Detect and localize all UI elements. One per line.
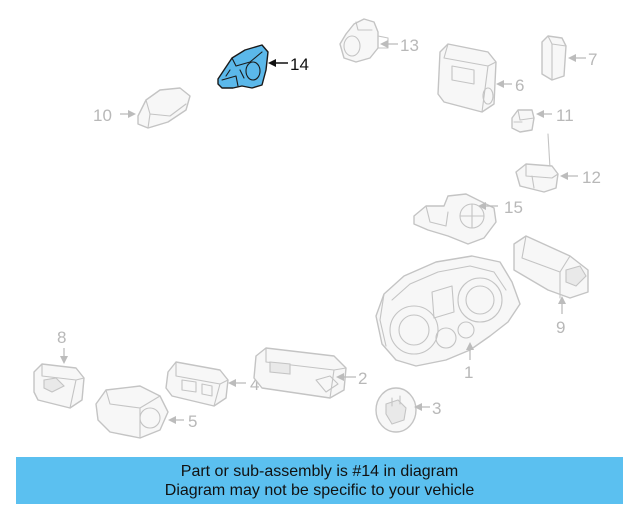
info-banner: Part or sub-assembly is #14 in diagram D… (16, 457, 623, 504)
part-12-sensor (515, 133, 559, 193)
part-3-switch (375, 387, 417, 433)
svg-text:14: 14 (290, 55, 309, 74)
callout-7: 7 (568, 50, 597, 69)
callout-15: 15 (478, 198, 523, 217)
callout-8: 8 (57, 328, 68, 364)
part-8-switch (33, 363, 85, 409)
svg-text:10: 10 (93, 106, 112, 125)
part-2-module (253, 347, 347, 399)
callout-14: 14 (268, 55, 309, 74)
callout-5: 5 (168, 412, 197, 431)
banner-line-disclaimer: Diagram may not be specific to your vehi… (164, 481, 475, 499)
svg-text:15: 15 (504, 198, 523, 217)
callout-6: 6 (496, 76, 524, 95)
part-11-clip (511, 109, 535, 133)
part-15-switch (413, 193, 497, 245)
svg-text:1: 1 (464, 363, 473, 382)
svg-text:7: 7 (588, 50, 597, 69)
svg-text:3: 3 (432, 399, 441, 418)
callout-2: 2 (336, 369, 367, 388)
callout-4: 4 (228, 375, 259, 394)
callout-11: 11 (536, 106, 574, 125)
part-9-switch (513, 235, 589, 299)
part-4-switch (165, 361, 229, 407)
svg-text:6: 6 (515, 76, 524, 95)
part-14-switch[interactable] (217, 44, 269, 89)
callout-1: 1 (464, 342, 474, 382)
callout-13: 13 (380, 36, 419, 55)
svg-text:8: 8 (57, 328, 66, 347)
parts-diagram: 14 13 7 6 10 (33, 18, 601, 439)
banner-line-part-number: Part or sub-assembly is #14 in diagram (180, 462, 459, 480)
part-6-switch (437, 43, 497, 113)
part-13-sensor (339, 18, 389, 63)
svg-text:5: 5 (188, 412, 197, 431)
part-5-headlight-switch (95, 385, 169, 439)
svg-text:4: 4 (250, 375, 259, 394)
svg-text:9: 9 (556, 318, 565, 337)
callout-10: 10 (93, 106, 136, 125)
part-7-switch (541, 35, 567, 81)
svg-text:13: 13 (400, 36, 419, 55)
callout-3: 3 (414, 399, 441, 418)
part-1-instrument-cluster (375, 255, 521, 367)
svg-text:11: 11 (556, 106, 574, 125)
part-10-handle (137, 87, 191, 129)
callout-12: 12 (560, 168, 601, 187)
svg-text:12: 12 (582, 168, 601, 187)
svg-text:2: 2 (358, 369, 367, 388)
callout-9: 9 (556, 296, 566, 337)
